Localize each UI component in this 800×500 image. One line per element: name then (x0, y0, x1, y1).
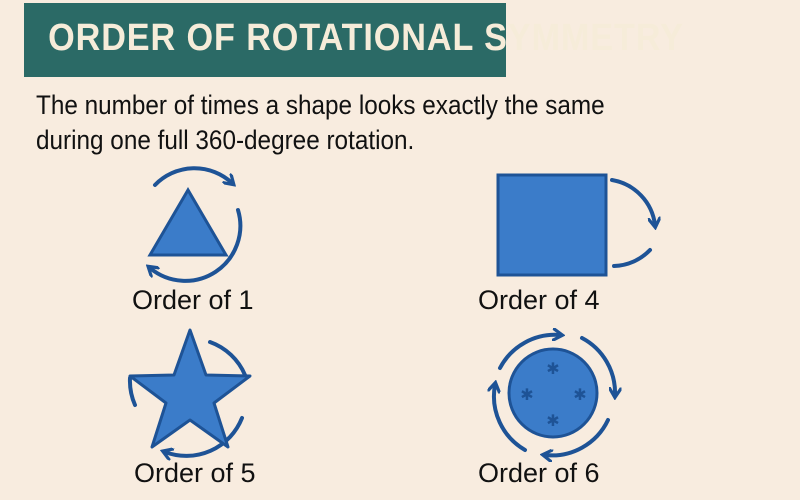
rotation-arrow (498, 335, 560, 370)
rotation-arrow (545, 418, 610, 455)
description: The number of times a shape looks exactl… (36, 88, 605, 158)
rotation-arrow (127, 376, 137, 407)
label-order-6: Order of 6 (478, 458, 600, 488)
triangle-shape (147, 187, 229, 257)
description-line-1: The number of times a shape looks exactl… (36, 90, 605, 120)
rotation-arrow (150, 208, 243, 283)
asterisk-mark: ✱ (546, 411, 559, 430)
rotation-arrow (610, 178, 655, 225)
rotation-arrow (612, 248, 652, 268)
asterisk-mark: ✱ (573, 385, 586, 404)
rotation-arrow (494, 385, 527, 452)
description-line-2: during one full 360-degree rotation. (36, 125, 415, 155)
rotation-arrow (153, 166, 232, 187)
asterisk-mark: ✱ (546, 359, 559, 378)
square-shape (496, 173, 608, 277)
asterisk-mark: ✱ (520, 385, 533, 404)
circle-shape (507, 347, 599, 439)
label-order-1: Order of 1 (132, 285, 254, 315)
star-shape (128, 328, 252, 449)
label-order-4: Order of 4 (478, 285, 600, 315)
rotation-arrow (208, 340, 247, 377)
rotation-arrow (580, 336, 615, 395)
rotation-arrow (165, 416, 244, 456)
label-order-5: Order of 5 (134, 458, 256, 488)
